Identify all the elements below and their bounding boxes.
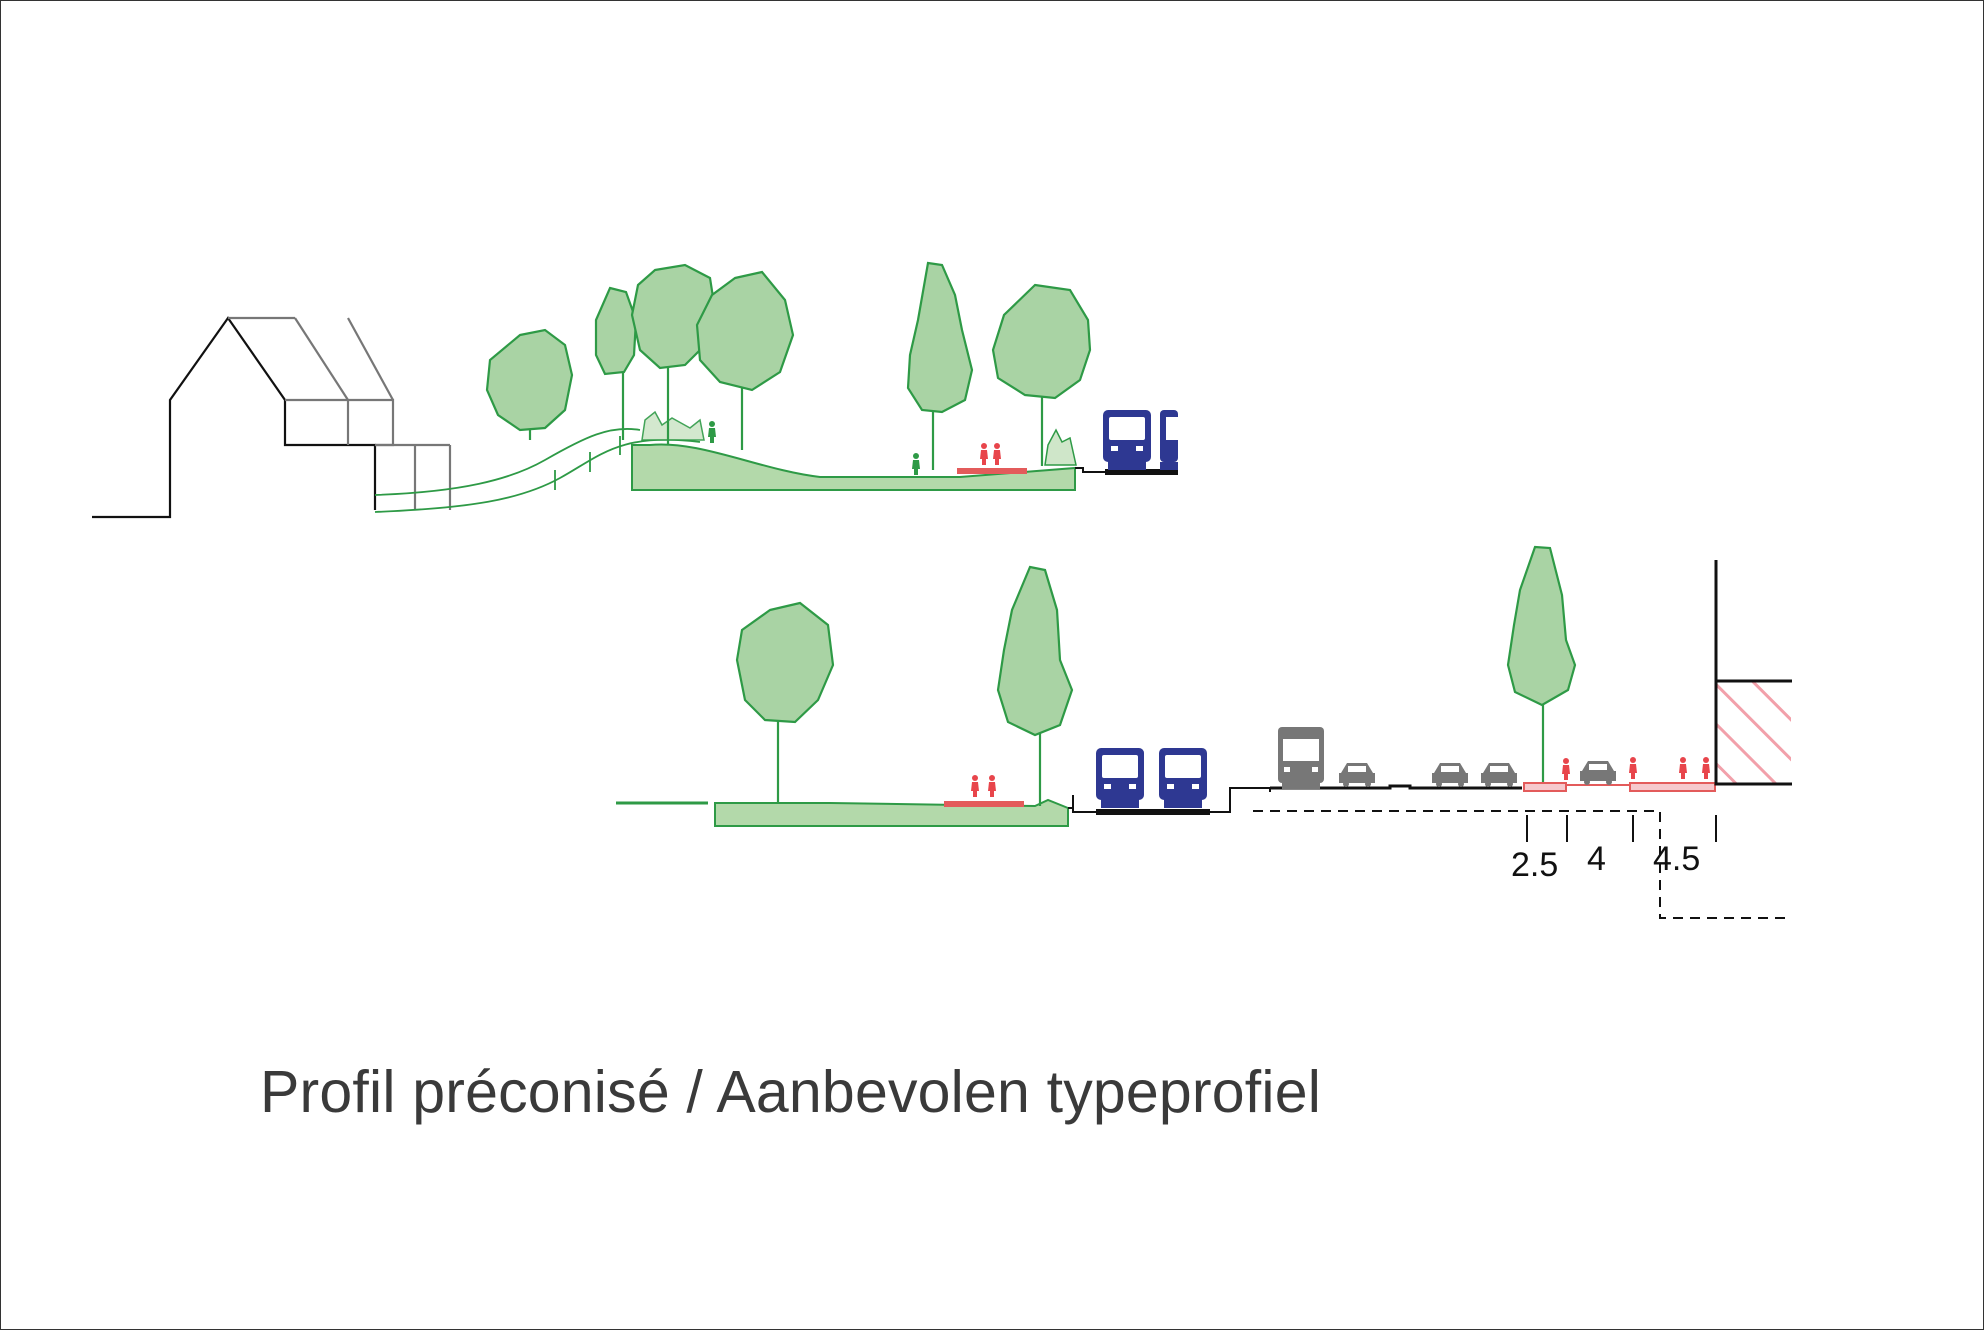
- dimension-ticks: [1526, 815, 1717, 842]
- pedestrian-icon: [980, 443, 988, 465]
- tram-icon: [1103, 410, 1151, 470]
- tree: [991, 283, 1092, 400]
- sidewalk: [1629, 782, 1716, 792]
- tree: [996, 565, 1074, 737]
- tree: [906, 261, 974, 414]
- pedestrian-icon: [1679, 757, 1687, 779]
- shrub-left: [641, 410, 705, 441]
- tree: [735, 601, 835, 724]
- roadway: [1270, 784, 1522, 790]
- pedestrian-icon: [708, 421, 716, 443]
- tree: [1506, 545, 1577, 707]
- car-icon: [1580, 761, 1616, 785]
- top-ground: [631, 443, 1076, 491]
- pedestrian-icon: [1629, 757, 1637, 779]
- dimension-label: 2.5: [1511, 846, 1558, 884]
- tram-icon: [1159, 748, 1207, 808]
- top-profile: [92, 261, 1178, 519]
- pedestrian-icon: [988, 775, 996, 797]
- building-facade: [1714, 560, 1792, 786]
- house: [92, 316, 452, 519]
- tree: [594, 286, 638, 376]
- ramp: [374, 428, 701, 513]
- cycle-lane: [1523, 782, 1567, 792]
- car-icon: [1339, 763, 1375, 787]
- tram-icon-cut: [1160, 410, 1178, 470]
- tree: [485, 328, 574, 432]
- underground-outline: [1253, 810, 1792, 919]
- diagram-caption: Profil préconisé / Aanbevolen typeprofie…: [260, 1059, 1322, 1125]
- bottom-footpath: [944, 801, 1024, 807]
- dimension-label: 4.5: [1653, 840, 1700, 878]
- car-icon: [1481, 763, 1517, 787]
- bottom-trees: [735, 545, 1577, 806]
- shrub-right: [1044, 428, 1077, 466]
- dimension-label: 4: [1587, 840, 1606, 878]
- bottom-profile: 2.5 4 4.5: [616, 545, 1792, 919]
- bus-icon: [1278, 727, 1324, 789]
- tree: [630, 263, 717, 370]
- tram-icon: [1096, 748, 1144, 808]
- tree: [695, 270, 795, 392]
- pedestrian-icon: [912, 453, 920, 475]
- top-trees: [485, 261, 1092, 470]
- car-icon: [1432, 763, 1468, 787]
- pedestrian-icon: [993, 443, 1001, 465]
- pedestrian-icon: [971, 775, 979, 797]
- pedestrian-icon: [1702, 757, 1710, 779]
- top-footpath: [957, 468, 1027, 474]
- pedestrian-icon: [1562, 758, 1570, 780]
